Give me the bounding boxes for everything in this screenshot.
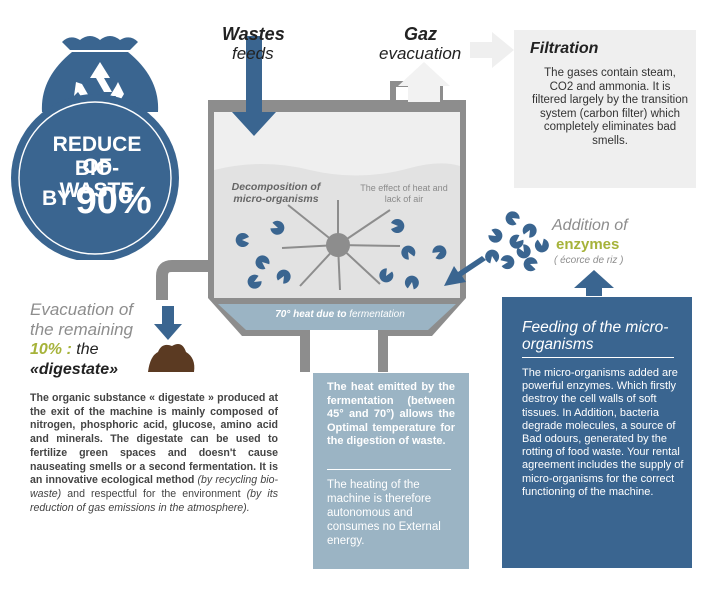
micro-organism-icon <box>245 272 264 292</box>
digestate-description: The organic substance « digestate » prod… <box>30 392 278 515</box>
badge-line1: REDUCE OF <box>52 133 142 178</box>
evacuation-line1: Evacuation of <box>30 300 134 319</box>
heat-label-prefix: 70° heat due to <box>275 309 347 320</box>
filtration-title: Filtration <box>530 40 599 57</box>
gaz-subtitle: evacuation <box>379 44 462 63</box>
wastes-subtitle: feeds <box>232 44 274 63</box>
micro-organism-icon <box>430 242 449 262</box>
enzymes-note: ( écorce de riz ) <box>554 255 624 266</box>
mixer-icon <box>281 200 401 291</box>
enzyme-icon <box>499 254 516 271</box>
filtration-panel: Filtration The gases contain steam, CO2 … <box>514 30 696 188</box>
enzyme-icon <box>506 232 526 252</box>
micro-organism-icon <box>274 267 294 286</box>
machine-left-wall <box>208 100 214 298</box>
feeding-divider <box>522 357 674 358</box>
heat-panel-body: The heating of the machine is therefore … <box>327 479 441 547</box>
micro-organism-icon <box>376 266 396 285</box>
decomposition-label: Decomposition of micro-organisms <box>231 181 321 205</box>
micro-organism-icon <box>398 243 418 262</box>
feeding-title: Feeding of the micro-organisms <box>522 319 669 353</box>
gas-up-arrow-icon <box>398 62 450 102</box>
enzyme-icon <box>484 248 501 265</box>
filtration-body: The gases contain steam, CO2 and ammonia… <box>532 67 688 147</box>
enzyme-icon <box>486 226 505 246</box>
heat-label: 70° heat due to fermentation <box>250 309 430 320</box>
enzyme-arrow-icon <box>444 256 486 286</box>
digestate-intro: The organic substance « digestate » prod… <box>30 392 278 487</box>
hopper-fill <box>218 304 456 330</box>
micro-organism-icon <box>252 252 272 272</box>
enzyme-icon <box>533 237 550 254</box>
digestate-pile-icon <box>148 344 195 372</box>
wastes-title: Wastes <box>222 24 285 44</box>
enzyme-icon <box>503 208 522 228</box>
feeding-up-arrow-icon <box>574 270 614 296</box>
digestate-italic1: (by recycling bio-waste) <box>30 474 278 500</box>
evacuation-line3: 10% : the <box>30 341 99 359</box>
feed-arrow-icon <box>232 36 276 136</box>
bio-waste-badge <box>11 36 179 260</box>
evacuation-percent: 10% : <box>30 341 72 358</box>
badge-by: BY <box>42 187 72 210</box>
outlet-pipe <box>156 260 212 300</box>
feeding-panel: Feeding of the micro-organisms The micro… <box>502 297 692 568</box>
micro-organism-icon <box>235 233 249 247</box>
digestate-italic2: (by its reduction of gas emissions in th… <box>30 487 279 514</box>
enzyme-icon <box>520 221 540 240</box>
machine-lid <box>208 100 466 112</box>
badge-line3: BY 90% <box>42 180 162 223</box>
badge-line2: BIO-WASTE <box>59 157 135 202</box>
effect-label: The effect of heat and lack of air <box>360 183 448 204</box>
gas-right-arrow-icon <box>470 32 514 68</box>
enzymes-line2: enzymes <box>556 236 620 253</box>
heat-panel-bold: The heat emitted by the fermentation (be… <box>327 381 455 447</box>
digestate-middle: and respectful for the environment <box>67 487 241 500</box>
heat-panel: The heat emitted by the fermentation (be… <box>313 373 469 569</box>
enzymes-line1: Addition of <box>552 217 628 234</box>
micro-organism-icon <box>391 219 405 233</box>
micro-organism-icon <box>269 219 287 237</box>
feeding-body: The micro-organisms added are powerful e… <box>522 367 684 498</box>
heat-label-suffix: fermentation <box>349 309 405 320</box>
gaz-title: Gaz <box>404 24 438 44</box>
evacuation-the: the <box>76 341 99 358</box>
badge-percent: 90% <box>75 180 152 222</box>
micro-organism-icon <box>403 274 420 291</box>
heat-panel-divider <box>327 469 451 470</box>
outlet-arrow-icon <box>154 306 182 340</box>
evacuation-digestate: «digestate» <box>30 361 119 378</box>
machine-right-wall <box>460 100 466 298</box>
evacuation-line2: the remaining <box>30 320 134 339</box>
heat-channel <box>310 330 378 373</box>
